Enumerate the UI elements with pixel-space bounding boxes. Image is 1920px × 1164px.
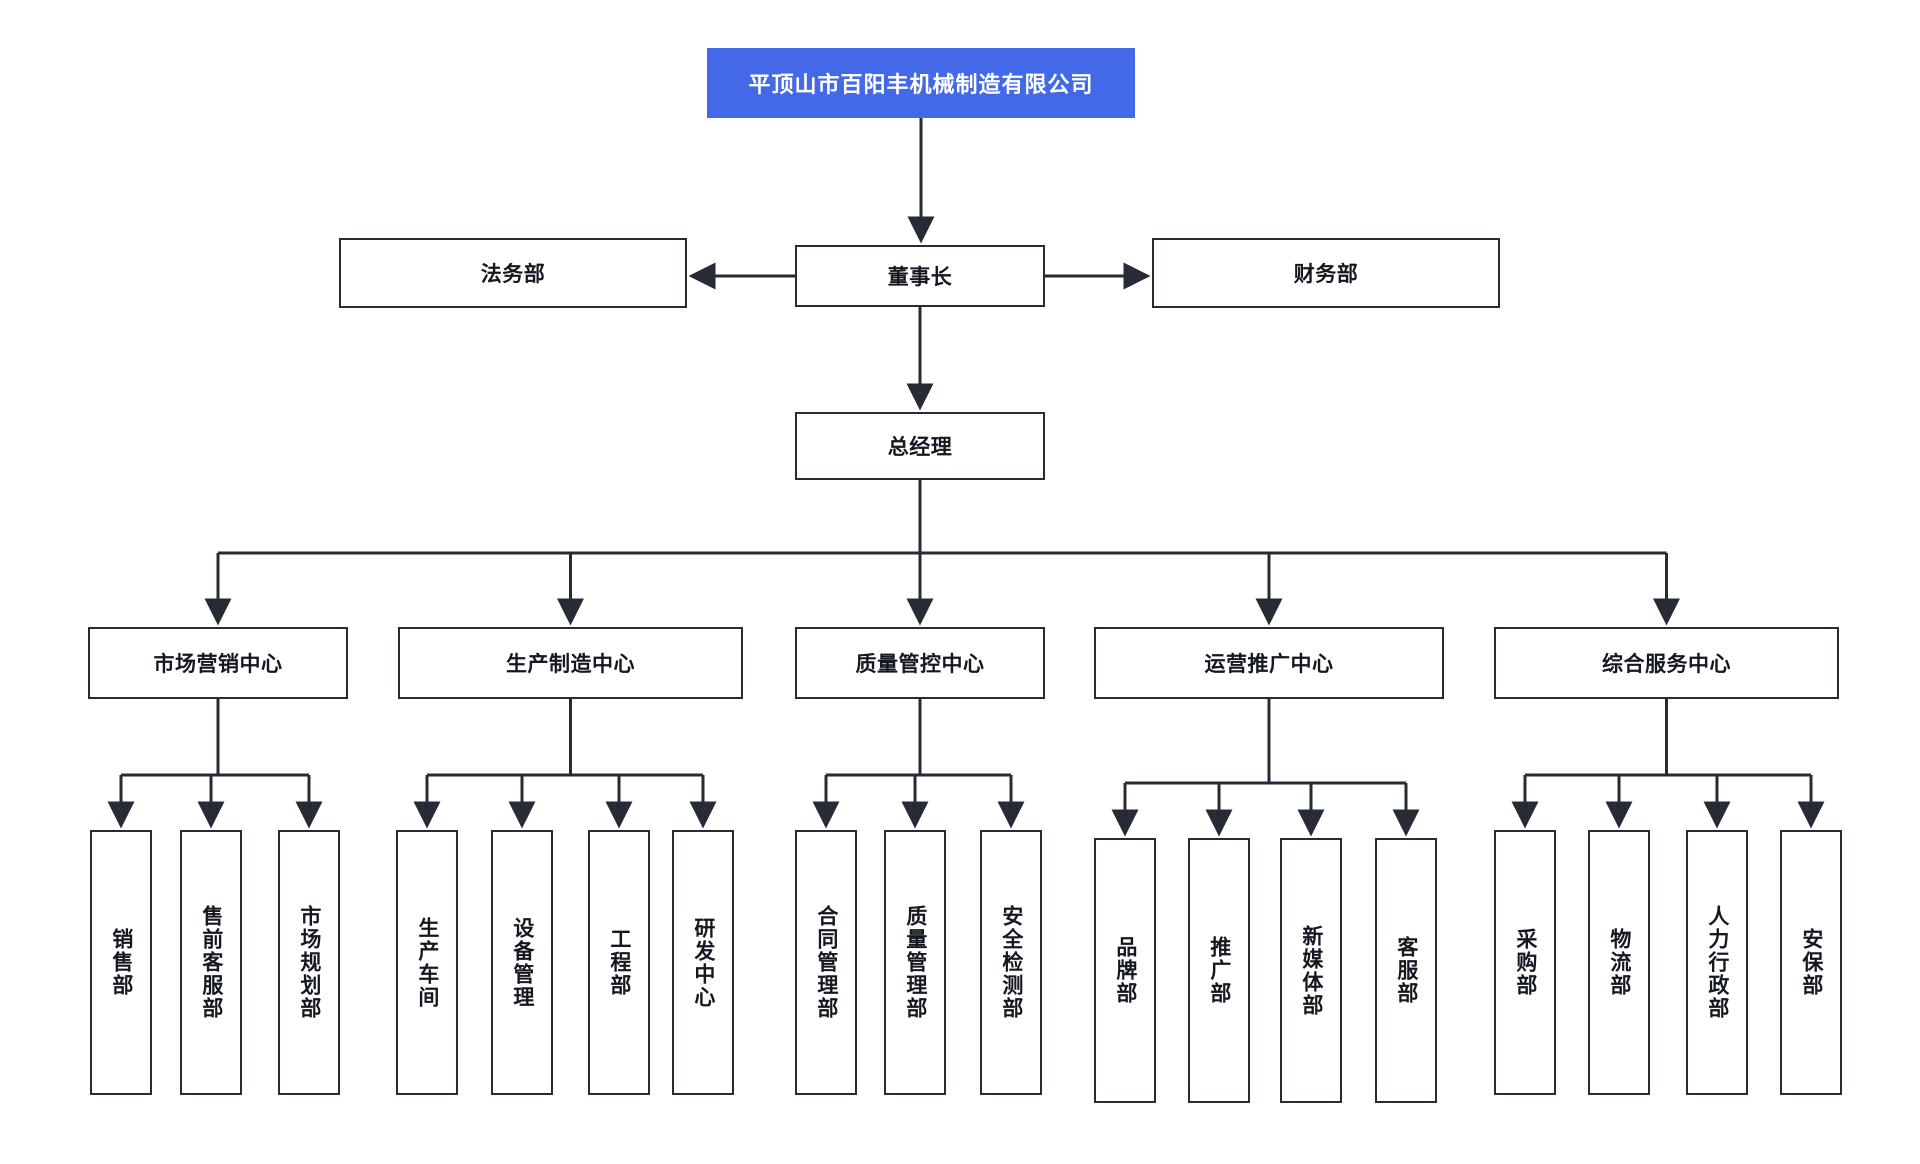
node-center-1[interactable]: 生产制造中心 bbox=[398, 627, 743, 699]
node-label: 客服部 bbox=[1394, 936, 1418, 1005]
node-label: 售前客服部 bbox=[199, 905, 223, 1020]
node-label: 质量管控中心 bbox=[855, 653, 985, 676]
node-center-3[interactable]: 运营推广中心 bbox=[1094, 627, 1444, 699]
node-label: 新媒体部 bbox=[1299, 924, 1323, 1017]
node-leaf-13[interactable]: 客服部 bbox=[1375, 838, 1437, 1103]
node-label: 平顶山市百阳丰机械制造有限公司 bbox=[748, 72, 1094, 97]
node-label: 物流部 bbox=[1607, 928, 1631, 997]
node-label: 质量管理部 bbox=[903, 905, 927, 1020]
node-center-4[interactable]: 综合服务中心 bbox=[1494, 627, 1839, 699]
node-label: 人力行政部 bbox=[1705, 905, 1729, 1020]
node-label: 安全检测部 bbox=[999, 905, 1023, 1020]
node-label: 生产制造中心 bbox=[506, 653, 635, 676]
node-leaf-8[interactable]: 质量管理部 bbox=[884, 830, 946, 1095]
node-label: 安保部 bbox=[1799, 928, 1823, 997]
node-leaf-7[interactable]: 合同管理部 bbox=[795, 830, 857, 1095]
node-leaf-15[interactable]: 物流部 bbox=[1588, 830, 1650, 1095]
node-label: 市场规划部 bbox=[297, 905, 321, 1020]
node-leaf-4[interactable]: 设备管理 bbox=[491, 830, 553, 1095]
node-leaf-12[interactable]: 新媒体部 bbox=[1280, 838, 1342, 1103]
node-leaf-0[interactable]: 销售部 bbox=[90, 830, 152, 1095]
node-label: 采购部 bbox=[1513, 928, 1537, 997]
node-label: 董事长 bbox=[887, 266, 953, 289]
node-label: 设备管理 bbox=[510, 916, 534, 1009]
node-label: 品牌部 bbox=[1113, 936, 1137, 1005]
node-label: 生产车间 bbox=[415, 916, 439, 1009]
node-leaf-11[interactable]: 推广部 bbox=[1188, 838, 1250, 1103]
node-label: 财务部 bbox=[1293, 263, 1359, 286]
node-leaf-14[interactable]: 采购部 bbox=[1494, 830, 1556, 1095]
node-label: 综合服务中心 bbox=[1602, 653, 1731, 676]
node-leaf-9[interactable]: 安全检测部 bbox=[980, 830, 1042, 1095]
node-company-root[interactable]: 平顶山市百阳丰机械制造有限公司 bbox=[707, 48, 1135, 118]
node-label: 销售部 bbox=[109, 928, 133, 997]
node-legal-department[interactable]: 法务部 bbox=[339, 238, 687, 308]
node-leaf-17[interactable]: 安保部 bbox=[1780, 830, 1842, 1095]
node-label: 工程部 bbox=[607, 928, 631, 997]
node-leaf-2[interactable]: 市场规划部 bbox=[278, 830, 340, 1095]
node-leaf-3[interactable]: 生产车间 bbox=[396, 830, 458, 1095]
node-chairman[interactable]: 董事长 bbox=[795, 245, 1045, 307]
node-leaf-10[interactable]: 品牌部 bbox=[1094, 838, 1156, 1103]
node-leaf-1[interactable]: 售前客服部 bbox=[180, 830, 242, 1095]
node-general-manager[interactable]: 总经理 bbox=[795, 412, 1045, 480]
node-label: 市场营销中心 bbox=[153, 653, 283, 676]
node-leaf-6[interactable]: 研发中心 bbox=[672, 830, 734, 1095]
node-finance-department[interactable]: 财务部 bbox=[1152, 238, 1500, 308]
node-label: 法务部 bbox=[480, 263, 546, 286]
node-leaf-16[interactable]: 人力行政部 bbox=[1686, 830, 1748, 1095]
node-label: 运营推广中心 bbox=[1204, 653, 1334, 676]
node-center-0[interactable]: 市场营销中心 bbox=[88, 627, 348, 699]
node-label: 研发中心 bbox=[691, 916, 715, 1009]
node-label: 合同管理部 bbox=[814, 905, 838, 1020]
node-leaf-5[interactable]: 工程部 bbox=[588, 830, 650, 1095]
node-label: 总经理 bbox=[887, 436, 953, 459]
node-center-2[interactable]: 质量管控中心 bbox=[795, 627, 1045, 699]
node-label: 推广部 bbox=[1207, 936, 1231, 1005]
